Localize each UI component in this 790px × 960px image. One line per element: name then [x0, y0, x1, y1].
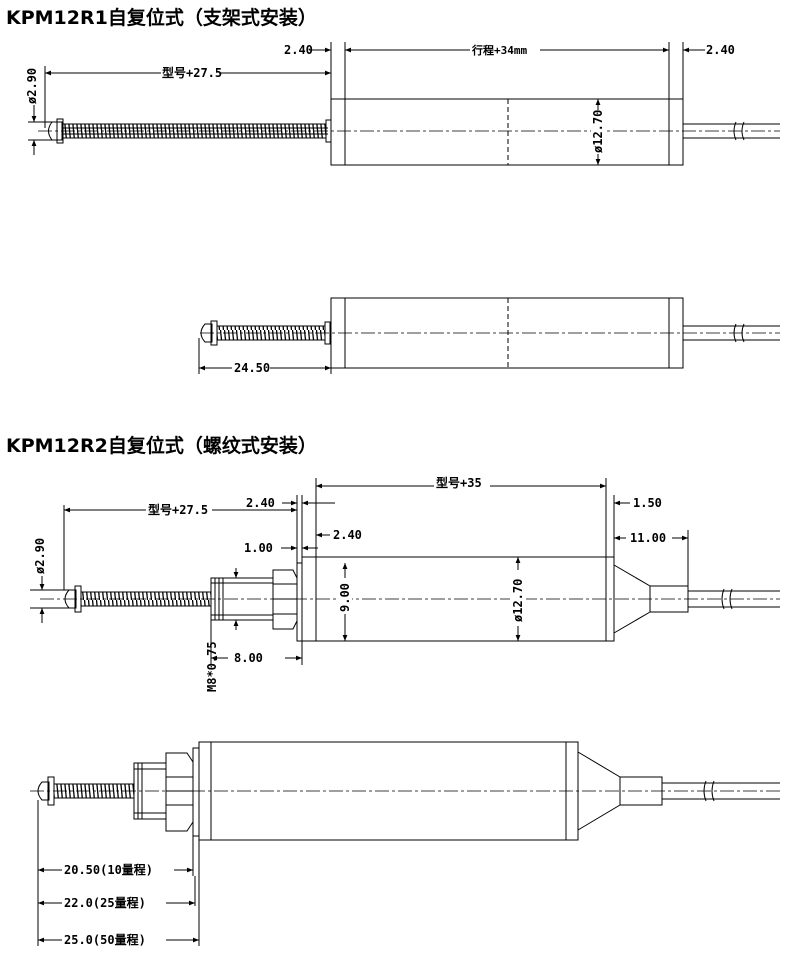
r2-dim-9-00: 9.00 [338, 583, 352, 612]
r2-dim-2-40-mid: 2.40 [333, 528, 362, 542]
section-title-r2: KPM12R2自复位式（螺纹式安装） [6, 435, 317, 457]
r1-retracted-drawing [198, 297, 780, 374]
r1-dim-tip-dia: ø2.90 [25, 68, 39, 104]
r2-dim-2-40-top: 2.40 [246, 496, 275, 510]
r2-dim-1-50: 1.50 [633, 496, 662, 510]
r1-dim-stroke: 行程+34mm [471, 43, 527, 57]
r1-dim-body-dia: ø12.70 [591, 110, 605, 153]
r2-dim-range-50: 25.0(50量程) [64, 932, 146, 947]
r1-extended-labels: 2.40 行程+34mm 2.40 型号+27.5 ø2.90 ø12.70 [25, 42, 735, 154]
r2-retracted-drawing [30, 741, 780, 946]
r2-dim-range-25: 22.0(25量程) [64, 895, 146, 910]
r1-dim-retracted: 24.50 [234, 361, 270, 375]
r2-dim-tip-dia: ø2.90 [33, 538, 47, 574]
r1-dim-model: 型号+27.5 [162, 65, 222, 80]
r2-dim-body-dia: ø12.70 [511, 579, 525, 622]
r2-dim-8-00: 8.00 [234, 651, 263, 665]
section-title-r1: KPM12R1自复位式（支架式安装） [6, 7, 317, 29]
r2-dim-1-00: 1.00 [244, 541, 273, 555]
r2-dim-model-27-5: 型号+27.5 [148, 502, 208, 517]
r1-extended-drawing [28, 42, 780, 166]
r2-retracted-labels: 20.50(10量程) 22.0(25量程) 25.0(50量程) [62, 861, 174, 948]
r1-dim-right-flange: 2.40 [706, 43, 735, 57]
r2-dim-thread: M8*0.75 [205, 641, 219, 692]
r2-extended-drawing [30, 478, 780, 665]
r1-dim-left-flange: 2.40 [284, 43, 313, 57]
r2-dim-11-00: 11.00 [630, 531, 666, 545]
r2-dim-range-10: 20.50(10量程) [64, 862, 153, 877]
r2-dim-model-35: 型号+35 [436, 475, 482, 490]
r2-extended-labels: 型号+35 型号+27.5 2.40 1.50 2.40 11.00 1.00 … [33, 475, 672, 692]
